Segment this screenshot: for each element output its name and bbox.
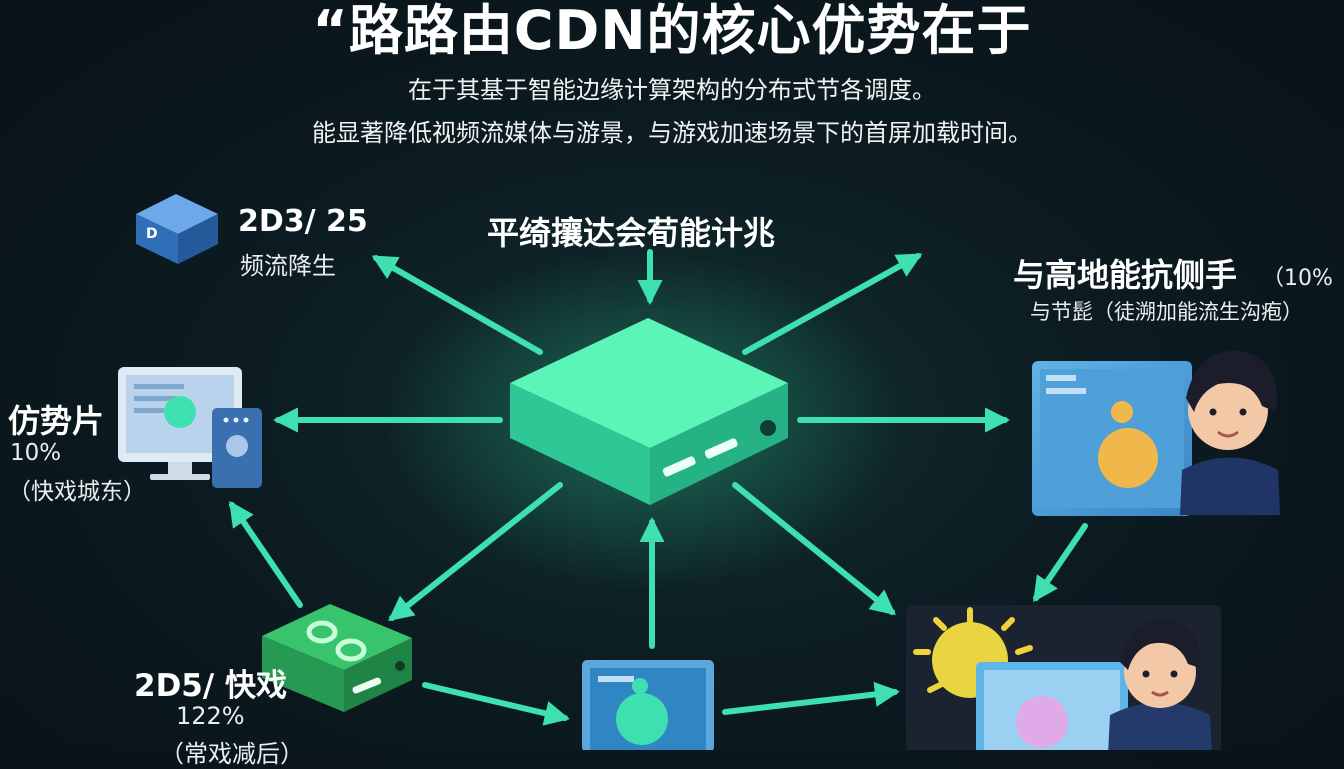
node-top-left-title: 2D3/ 25 <box>238 204 368 239</box>
node-top-center-title: 平绮攘达会荀能计兆 <box>487 214 776 252</box>
person-body <box>1180 457 1280 515</box>
node-left-desc: （快戏城东） <box>8 479 146 505</box>
cube-icon: D <box>136 194 218 264</box>
subtitle-line-1: 在于其基于智能边缘计算架构的分布式节各调度。 <box>408 76 936 104</box>
arrow-green-box-to-left <box>229 500 303 608</box>
sun-shape <box>1098 428 1158 488</box>
laptop-icon <box>582 660 714 750</box>
arrow-to-top-left <box>371 255 543 355</box>
node-top-left-desc: 频流降生 <box>240 252 336 280</box>
hub-port <box>760 420 776 436</box>
arrow-laptop-to-bottom-right <box>722 681 901 715</box>
node-top-right-title: 与高地能抗侧手 <box>1013 256 1238 294</box>
green-server-box <box>262 604 412 712</box>
arrow-to-bottom-left <box>388 482 563 622</box>
arrow-green-box-to-laptop <box>422 682 570 726</box>
arrow-to-bottom-right <box>732 482 896 616</box>
node-bottom-left-pct: 122% <box>176 702 245 730</box>
person-hair <box>1186 350 1277 412</box>
hub-light <box>704 438 738 459</box>
node-left-title: 仿势片 <box>8 402 105 440</box>
bottom-right-scene <box>906 605 1221 750</box>
node-bottom-left-title: 2D5/ 快戏 <box>134 668 287 704</box>
central-hub <box>510 318 788 505</box>
node-bottom-left-desc: （常戏减后） <box>160 740 304 768</box>
arrow-right-to-bottom-right <box>1033 523 1088 603</box>
arrows <box>229 249 1088 726</box>
page-title: “路路由CDN的核心优势在于 <box>312 0 1032 62</box>
svg-text:D: D <box>146 226 158 242</box>
desktop-computer-icon <box>118 367 262 488</box>
node-left-pct: 10% <box>10 440 62 466</box>
cdn-diagram: D <box>118 194 1280 750</box>
right-screen-person <box>1032 350 1280 516</box>
hub-light <box>662 456 696 477</box>
node-top-right-pct: （10% <box>1262 266 1333 291</box>
subtitle-line-2: 能显著降低视频流媒体与游景，与游戏加速场景下的首屏加载时间。 <box>312 119 1032 147</box>
node-top-right-desc: 与节髭（徒溯加能流生沟疱） <box>1030 300 1303 324</box>
sun-icon <box>913 607 1033 693</box>
arrow-to-top-right <box>742 253 923 355</box>
